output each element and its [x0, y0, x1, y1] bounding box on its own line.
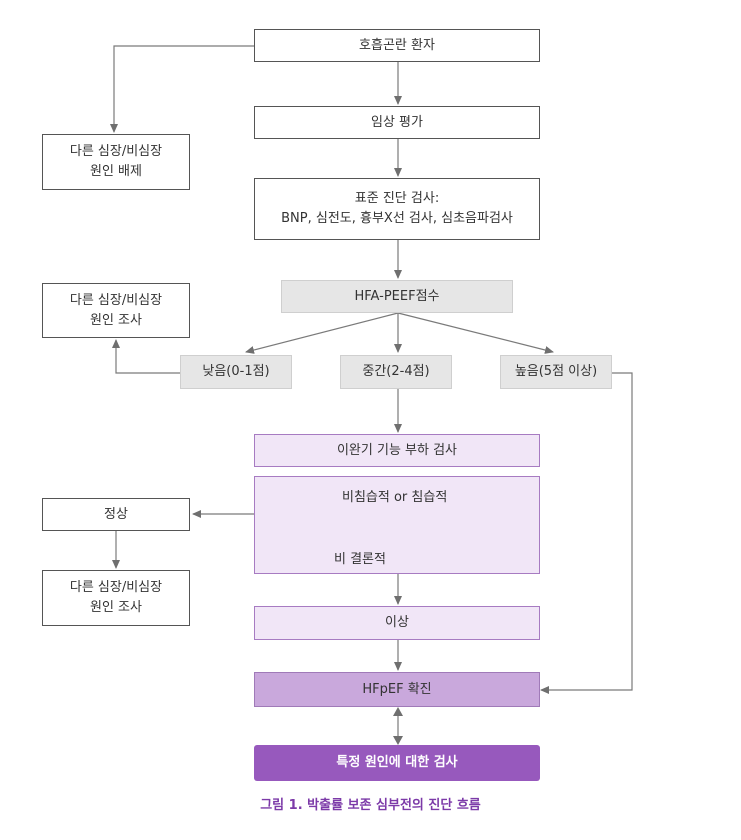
node-investigate1-line1: 다른 심장/비심장 — [69, 292, 163, 308]
node-normal: 정상 — [42, 498, 190, 531]
node-investigate-causes-1: 다른 심장/비심장 원인 조사 — [42, 283, 190, 338]
node-abnormal-label: 이상 — [385, 615, 409, 630]
node-exclude-line1: 다른 심장/비심장 — [69, 144, 163, 159]
node-standard-tests-line2: BNP, 심전도, 흉부X선 검사, 심초음파검사 — [281, 211, 513, 226]
arrow-hfa-to-low — [245, 312, 399, 354]
node-standard-tests-line1: 표준 진단 검사: — [354, 191, 440, 206]
node-investigate2-line2: 원인 조사 — [90, 600, 142, 615]
node-specific-cause-test: 특정 원인에 대한 검사 — [254, 745, 540, 781]
node-clinical-eval-label: 임상 평가 — [371, 114, 423, 130]
figure-caption: 그림 1. 박출률 보존 심부전의 진단 흐름 — [260, 798, 481, 813]
node-stress-test: 이완기 기능 부하 검사 — [254, 434, 540, 467]
node-exclude-causes: 다른 심장/비심장 원인 배제 — [42, 134, 190, 190]
node-stress-test-label: 이완기 기능 부하 검사 — [336, 442, 458, 458]
node-score-low: 낮음(0-1점) — [180, 355, 292, 389]
node-specific-cause-label: 특정 원인에 대한 검사 — [336, 755, 458, 770]
node-hfa-peff-label: HFA-PEEF점수 — [354, 288, 440, 304]
node-noninvasive-label: 비침습적 or 침습적 — [342, 490, 448, 505]
node-score-low-label: 낮음(0-1점) — [202, 364, 270, 379]
node-test-result-group — [254, 476, 540, 574]
arrow-patient-to-exclude — [110, 45, 254, 133]
node-patient-label: 호흡곤란 환자 — [359, 37, 435, 53]
node-investigate-causes-2: 다른 심장/비심장 원인 조사 — [42, 570, 190, 626]
node-investigate2-line1: 다른 심장/비심장 — [69, 580, 163, 595]
node-patient: 호흡곤란 환자 — [254, 29, 540, 62]
arrow-low-to-investigate — [112, 339, 180, 374]
node-investigate1-line2: 원인 조사 — [90, 312, 142, 328]
node-normal-label: 정상 — [104, 506, 128, 522]
node-score-high: 높음(5점 이상) — [500, 355, 612, 389]
node-score-high-label: 높음(5점 이상) — [514, 364, 598, 379]
arrow-high-to-confirm — [540, 372, 633, 694]
node-hfpef-confirmed: HFpEF 확진 — [254, 672, 540, 707]
node-inconclusive-label: 비 결론적 — [334, 552, 386, 567]
node-standard-tests: 표준 진단 검사: BNP, 심전도, 흉부X선 검사, 심초음파검사 — [254, 178, 540, 240]
node-exclude-line2: 원인 배제 — [90, 164, 142, 179]
node-hfpef-confirmed-label: HFpEF 확진 — [362, 681, 432, 697]
node-score-mid: 중간(2-4점) — [340, 355, 452, 389]
node-clinical-eval: 임상 평가 — [254, 106, 540, 139]
node-hfa-peff-score: HFA-PEEF점수 — [281, 280, 513, 313]
node-abnormal: 이상 — [254, 606, 540, 640]
arrow-hfa-to-high — [397, 312, 554, 354]
node-score-mid-label: 중간(2-4점) — [362, 364, 430, 379]
